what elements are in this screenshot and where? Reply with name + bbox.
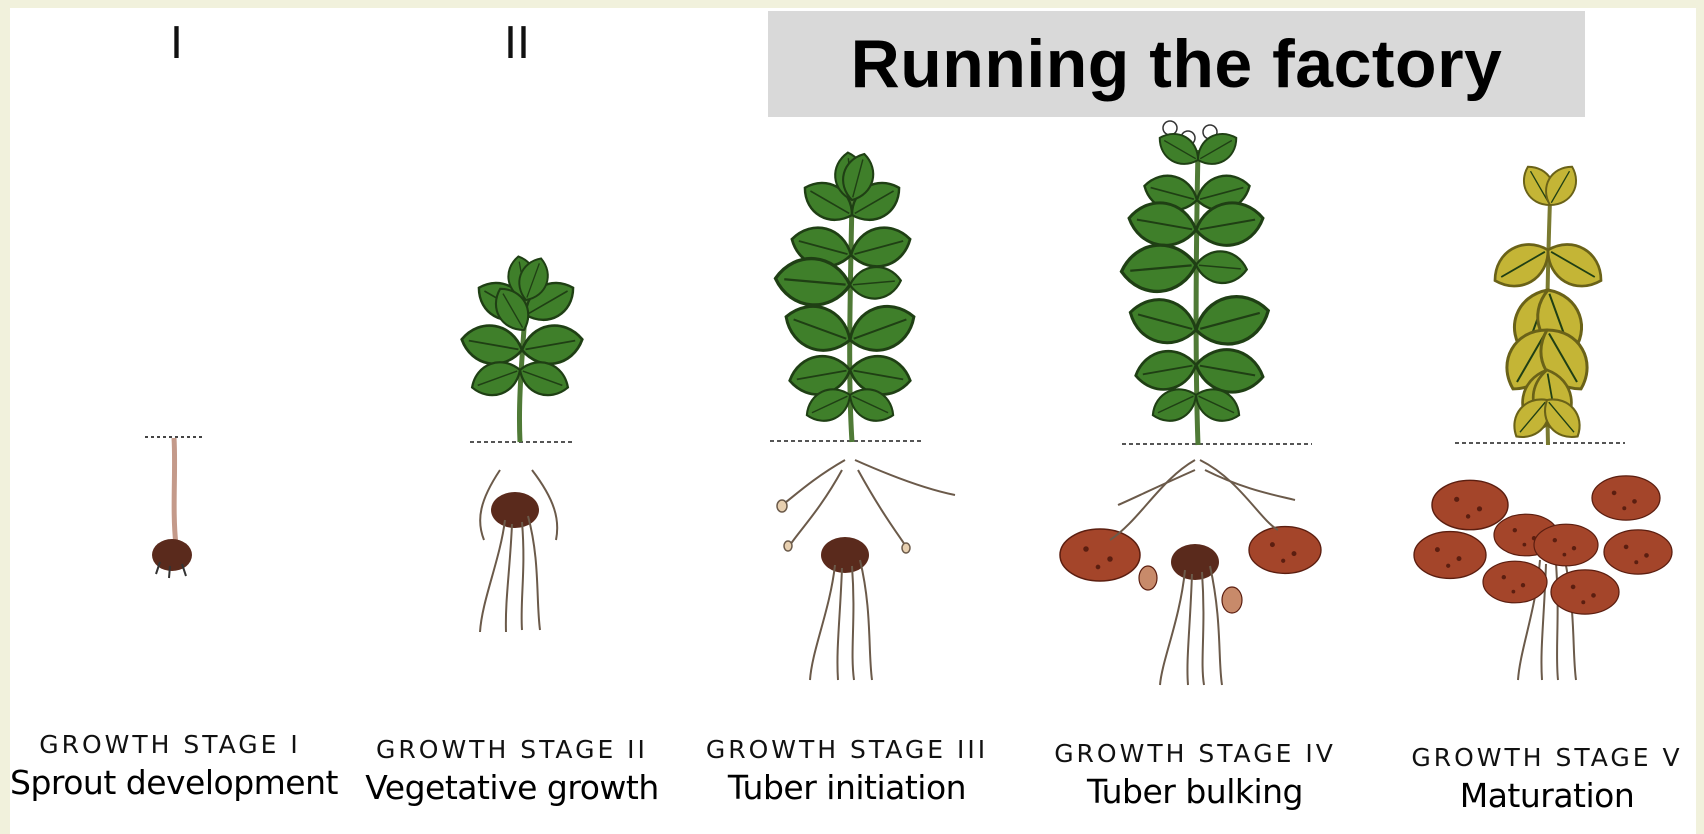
- plant-stage-4: [1060, 121, 1321, 685]
- stage-label-5: GROWTH STAGE V Maturation: [1387, 743, 1704, 815]
- stage-caption: GROWTH STAGE IV: [1035, 739, 1355, 768]
- plant-stage-1: [145, 437, 205, 578]
- stage-name: Tuber bulking: [1035, 772, 1355, 811]
- plant-stage-5: [1414, 160, 1672, 680]
- stage-caption: GROWTH STAGE V: [1387, 743, 1704, 772]
- stage-caption: GROWTH STAGE II: [352, 735, 672, 764]
- stage-label-3: GROWTH STAGE III Tuber initiation: [687, 735, 1007, 807]
- plant-stage-3: [770, 150, 955, 680]
- stage-label-4: GROWTH STAGE IV Tuber bulking: [1035, 739, 1355, 811]
- stage-name: Maturation: [1387, 776, 1704, 815]
- stage-name: Tuber initiation: [687, 768, 1007, 807]
- stage-label-2: GROWTH STAGE II Vegetative growth: [352, 735, 672, 807]
- stage-caption: GROWTH STAGE III: [687, 735, 1007, 764]
- stage-label-1: GROWTH STAGE I Sprout development: [10, 730, 330, 802]
- stage-name: Sprout development: [10, 763, 330, 802]
- sprout-stem: [174, 438, 176, 545]
- stage-caption: GROWTH STAGE I: [10, 730, 330, 759]
- plant-stage-2: [458, 254, 585, 632]
- stage-name: Vegetative growth: [352, 768, 672, 807]
